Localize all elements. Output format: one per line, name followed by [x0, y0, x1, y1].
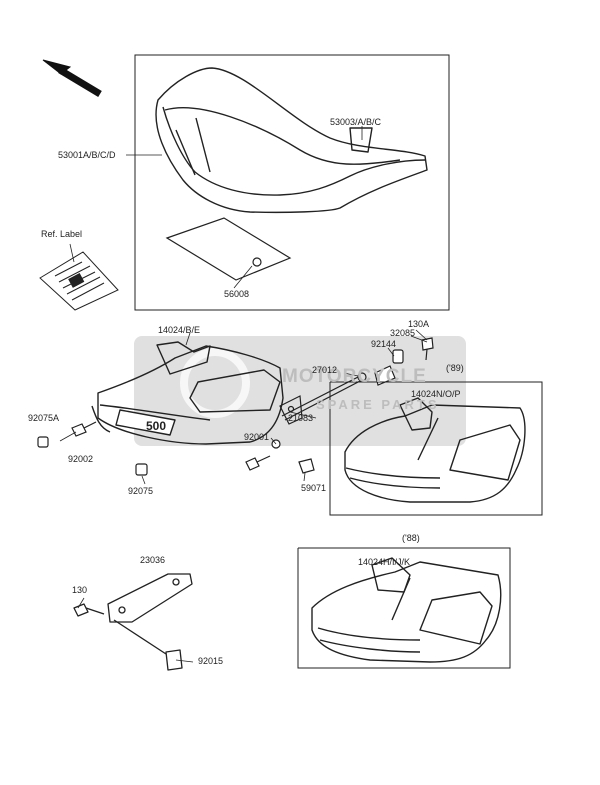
label-part-32085: 32085 — [390, 328, 416, 338]
label-bolt-130a: 130A — [408, 319, 430, 329]
part-92144-shape — [392, 349, 404, 364]
label-cowl-main: 14024/B/E — [158, 325, 201, 335]
bracket-27012 — [279, 372, 367, 425]
leader-lines — [59, 126, 428, 663]
seat-group-box — [134, 54, 450, 311]
label-year-89: ('89) — [446, 363, 464, 373]
label-cowl-89: 14024N/O/P — [411, 389, 461, 399]
part-59071-shape — [298, 458, 315, 474]
label-seat-strap: 53003/A/B/C — [330, 117, 382, 127]
watermark — [134, 336, 466, 446]
label-seat-label: 56008 — [224, 289, 250, 299]
part-92075-shape — [135, 463, 148, 476]
tail-cowl-88 — [311, 557, 502, 663]
label-part-23036: 23036 — [140, 555, 166, 565]
label-part-59071: 59071 — [301, 483, 327, 493]
label-part-92144: 92144 — [371, 339, 397, 349]
part-92002-shape — [71, 423, 87, 437]
tail-cowl-main: 500 — [91, 341, 284, 445]
label-part-92002: 92002 — [68, 454, 94, 464]
label-year-88: ('88) — [402, 533, 420, 543]
label-part-21083: 21083 — [288, 413, 314, 423]
label-part-92075: 92075 — [128, 486, 154, 496]
label-cowl-88: 14024H/I/J/K — [358, 557, 411, 567]
label-bolt-130: 130 — [72, 585, 88, 595]
part-32085-shape — [374, 365, 396, 386]
bracket-23036 — [73, 573, 193, 671]
label-seat-assembly: 53001A/B/C/D — [58, 150, 116, 160]
part-92075a-shape — [37, 436, 49, 448]
label-part-92015: 92015 — [198, 656, 224, 666]
seat-label-sheet — [165, 217, 292, 281]
label-part-92075a: 92075A — [28, 413, 60, 423]
tail-cowl-89 — [344, 397, 526, 503]
front-direction-arrow — [42, 59, 102, 98]
watermark-title: MOTORCYCLE — [282, 366, 427, 387]
label-part-92001: 92001 — [244, 432, 270, 442]
watermark-subtitle: SPARE PARTS — [316, 397, 440, 412]
label-bracket-27012: 27012 — [312, 365, 338, 375]
label-ref-label: Ref. Label — [41, 229, 83, 239]
cowl-89-group — [329, 381, 543, 516]
cowl-badge-text: 500 — [146, 419, 166, 433]
ref-label-sheet — [39, 251, 119, 311]
cowl-88-group — [297, 547, 511, 669]
seat-drawing — [155, 67, 428, 214]
bolt-130a-shape — [421, 337, 434, 351]
hardware-parts — [37, 337, 434, 476]
